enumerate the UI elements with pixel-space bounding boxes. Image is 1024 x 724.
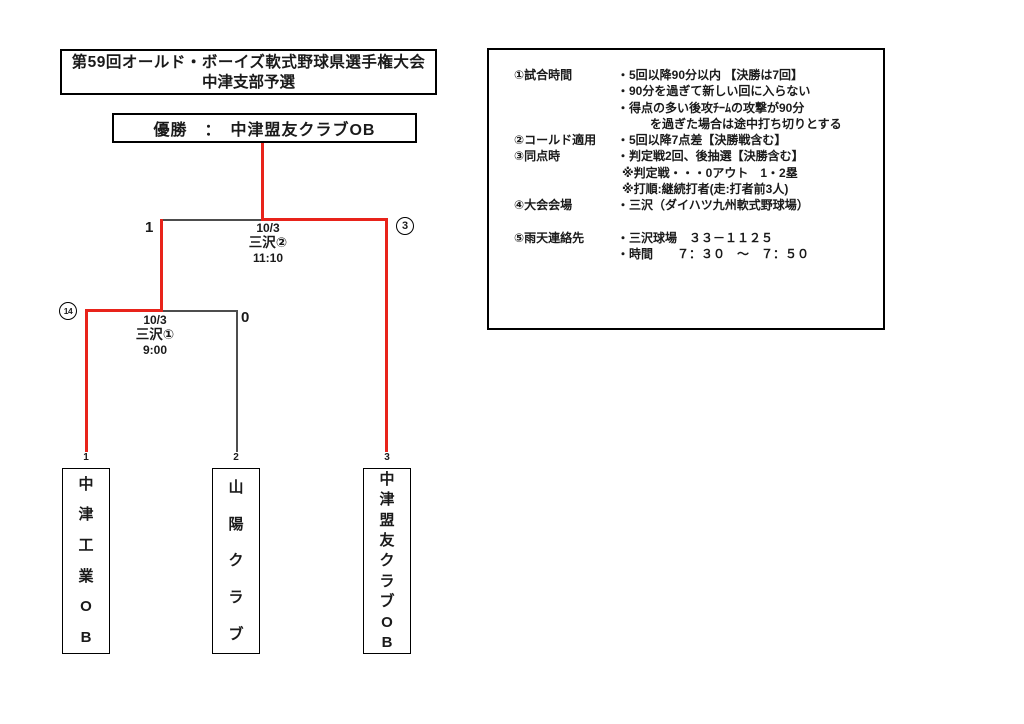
rule-label	[514, 116, 617, 132]
champion-box: 優勝 ： 中津盟友クラブOB	[112, 113, 417, 143]
rule-label	[514, 181, 617, 197]
rule-row-venue: ④大会会場 ・三沢（ダイハツ九州軟式野球場）	[514, 197, 883, 213]
final-left-leg-line	[160, 219, 163, 311]
rule-value: ・得点の多い後攻ﾁｰﾑの攻撃が90分	[617, 100, 805, 115]
final-match-info: 10/3 三沢② 11:10	[233, 221, 303, 266]
rule-row: ・得点の多い後攻ﾁｰﾑの攻撃が90分	[514, 100, 883, 116]
rule-label	[514, 100, 617, 116]
final-match-time: 11:10	[252, 251, 284, 265]
rule-value: ・判定戦2回、後抽選【決勝含む】	[617, 149, 804, 164]
final-bracket-line-left	[161, 219, 262, 221]
final-score-left: 1	[145, 219, 154, 236]
rule-label	[514, 246, 617, 262]
team-name-char: 陽	[228, 515, 244, 533]
rule-row-rain-contact: ⑤雨天連絡先 ・三沢球場 ３３－１１２５	[514, 230, 883, 246]
seed-number-1: 1	[83, 452, 89, 463]
seed-number-3: 3	[384, 452, 390, 463]
team-name-char: 工	[78, 537, 94, 555]
rule-label: ③同点時	[514, 149, 561, 164]
semifinal-bracket-line-right	[163, 310, 237, 312]
team-name-char: O	[381, 613, 393, 631]
seed-number-2: 2	[233, 452, 239, 463]
semifinal-bracket-line-left	[85, 309, 163, 312]
rule-row-spacer	[514, 214, 883, 230]
rule-value: ・三沢球場 ３３－１１２５	[617, 230, 774, 245]
rule-value: ・90分を過ぎて新しい回に入らない	[617, 84, 811, 99]
rule-row: ・90分を過ぎて新しい回に入らない	[514, 83, 883, 99]
semifinal-score-right: 0	[241, 309, 250, 326]
team-box-sanyo-club: 山陽クラブ	[212, 468, 260, 654]
rule-value: ※判定戦・・・0アウト 1・2塁	[622, 165, 798, 180]
rule-value: ※打順:継続打者(走:打者前3人)	[622, 182, 789, 197]
tournament-title-box: 第59回オールド・ボーイズ軟式野球県選手権大会 中津支部予選	[60, 49, 437, 95]
rule-label: ②コールド適用	[514, 133, 597, 148]
team-name-char: 盟	[379, 511, 395, 529]
rule-label: ⑤雨天連絡先	[514, 230, 585, 245]
team-name-char: B	[80, 629, 92, 647]
rule-row-game-time: ①試合時間 ・5回以降90分以内 【決勝は7回】	[514, 67, 883, 83]
champion-label: 優勝 ： 中津盟友クラブOB	[153, 122, 376, 139]
rule-label	[514, 83, 617, 99]
semifinal-left-leg-line	[85, 309, 88, 452]
team-name-char: 津	[78, 506, 94, 524]
rule-label	[514, 165, 617, 181]
tournament-subtitle: 中津支部予選	[201, 73, 295, 91]
rule-row: ※判定戦・・・0アウト 1・2塁	[514, 165, 883, 181]
tournament-title: 第59回オールド・ボーイズ軟式野球県選手権大会	[71, 53, 426, 71]
rule-row: ・時間 ７：３０ ～ ７：５０	[514, 246, 883, 262]
rule-row: を過ぎた場合は途中打ち切りとする	[514, 116, 883, 132]
team-name-char: 業	[78, 567, 94, 585]
team-name-char: ク	[228, 552, 244, 570]
team-name-char: ラ	[379, 572, 395, 590]
team-name-char: B	[381, 634, 393, 652]
semifinal-score-left-winner: 14	[59, 302, 77, 320]
semifinal-match-venue: 三沢①	[135, 327, 175, 342]
rule-value: を過ぎた場合は途中打ち切りとする	[650, 116, 842, 131]
final-right-leg-line	[385, 218, 388, 452]
rule-row-tie: ③同点時 ・判定戦2回、後抽選【決勝含む】	[514, 148, 883, 164]
final-score-right-winner: 3	[396, 217, 414, 235]
rule-value: ・時間 ７：３０ ～ ７：５０	[617, 247, 810, 262]
team-name-char: O	[80, 598, 92, 616]
semifinal-match-time: 9:00	[142, 343, 168, 357]
rule-value: ・5回以降7点差【決勝戦含む】	[617, 133, 787, 148]
rule-row: ※打順:継続打者(走:打者前3人)	[514, 181, 883, 197]
semifinal-match-date: 10/3	[143, 313, 167, 327]
semifinal-right-leg-line	[236, 310, 238, 452]
team-name-char: ブ	[228, 626, 244, 644]
semifinal-match-info: 10/3 三沢① 9:00	[120, 313, 190, 358]
team-name-char: ラ	[228, 589, 244, 607]
team-name-char: 中	[78, 475, 94, 493]
rules-box: ①試合時間 ・5回以降90分以内 【決勝は7回】 ・90分を過ぎて新しい回に入ら…	[487, 48, 885, 330]
final-match-date: 10/3	[256, 221, 280, 235]
final-match-venue: 三沢②	[248, 235, 288, 250]
rule-row-called-game: ②コールド適用 ・5回以降7点差【決勝戦含む】	[514, 132, 883, 148]
team-name-char: 津	[379, 491, 395, 509]
rule-value: ・5回以降90分以内 【決勝は7回】	[617, 68, 804, 82]
final-bracket-line-right	[261, 218, 388, 221]
rule-label: ④大会会場	[514, 198, 573, 213]
rule-value: ・三沢（ダイハツ九州軟式野球場）	[617, 198, 809, 213]
team-name-char: 友	[379, 532, 395, 550]
team-name-char: 中	[379, 470, 395, 488]
team-name-char: ク	[379, 552, 395, 570]
team-name-char: ブ	[379, 593, 395, 611]
winner-connector-line	[261, 143, 264, 220]
rule-label: ①試合時間	[514, 68, 573, 82]
team-name-char: 山	[228, 478, 244, 496]
